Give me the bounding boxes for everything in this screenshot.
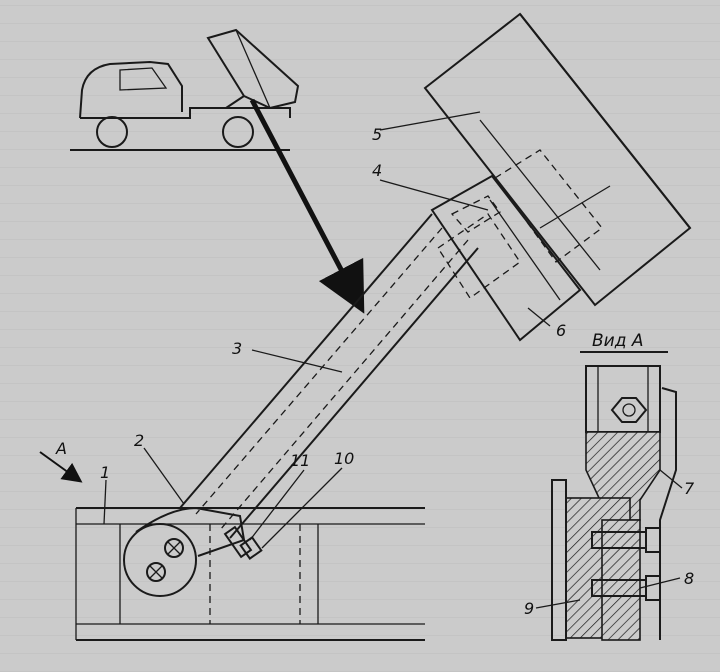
dump-truck-icon: [70, 28, 300, 151]
pivot-bracket: [123, 506, 263, 597]
label-2: 2: [134, 431, 144, 450]
frame-member: [75, 507, 425, 641]
label-5: 5: [372, 125, 382, 144]
label-10: 10: [334, 449, 354, 468]
label-8: 8: [684, 569, 694, 588]
dashed-bolt-block: [437, 149, 603, 299]
label-4: 4: [372, 161, 382, 180]
label-7: 7: [684, 479, 695, 498]
label-1: 1: [100, 463, 110, 482]
label-arrow-a: A: [55, 439, 67, 458]
bolt-upper: [591, 527, 661, 553]
label-6: 6: [556, 321, 566, 340]
bolt-lower: [591, 575, 661, 601]
view-direction-arrow: [39, 451, 83, 483]
mounting-bracket: [430, 174, 611, 342]
pointer-arrow: [249, 98, 365, 314]
label-3: 3: [232, 339, 242, 358]
label-11: 11: [290, 451, 310, 470]
leader-lines: [103, 111, 683, 609]
label-9: 9: [524, 599, 534, 618]
stay-rod: [179, 213, 479, 539]
label-view-a: Вид А: [592, 331, 644, 351]
view-a-detail: [551, 351, 677, 641]
